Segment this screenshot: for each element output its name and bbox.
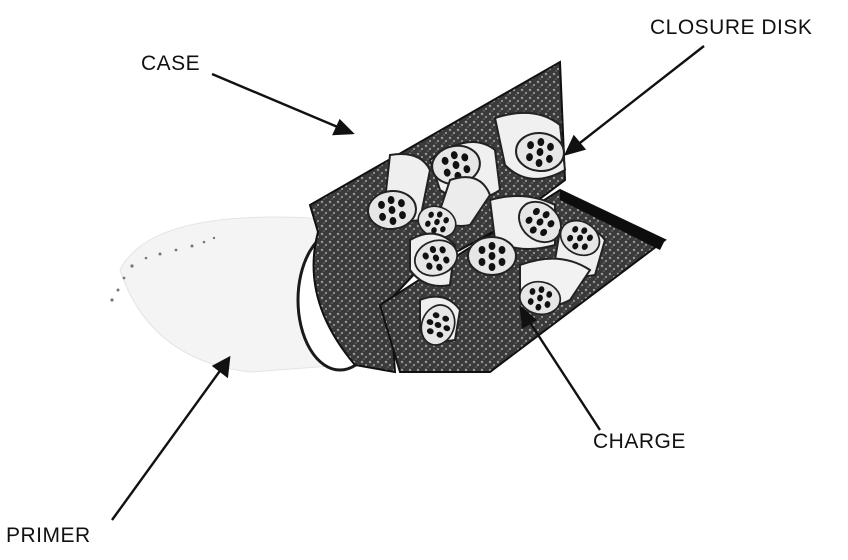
case-label: CASE: [141, 52, 200, 76]
case-arrow: [212, 74, 340, 128]
closure-disk-arrow: [576, 46, 704, 146]
closure-disk-label: CLOSURE DISK: [650, 16, 812, 40]
primer-arrow: [112, 368, 222, 520]
charge-arrow: [527, 318, 600, 430]
charge-label: CHARGE: [593, 430, 686, 454]
primer-label: PRIMER: [6, 524, 91, 548]
case-cutaway-wall: [310, 62, 665, 372]
